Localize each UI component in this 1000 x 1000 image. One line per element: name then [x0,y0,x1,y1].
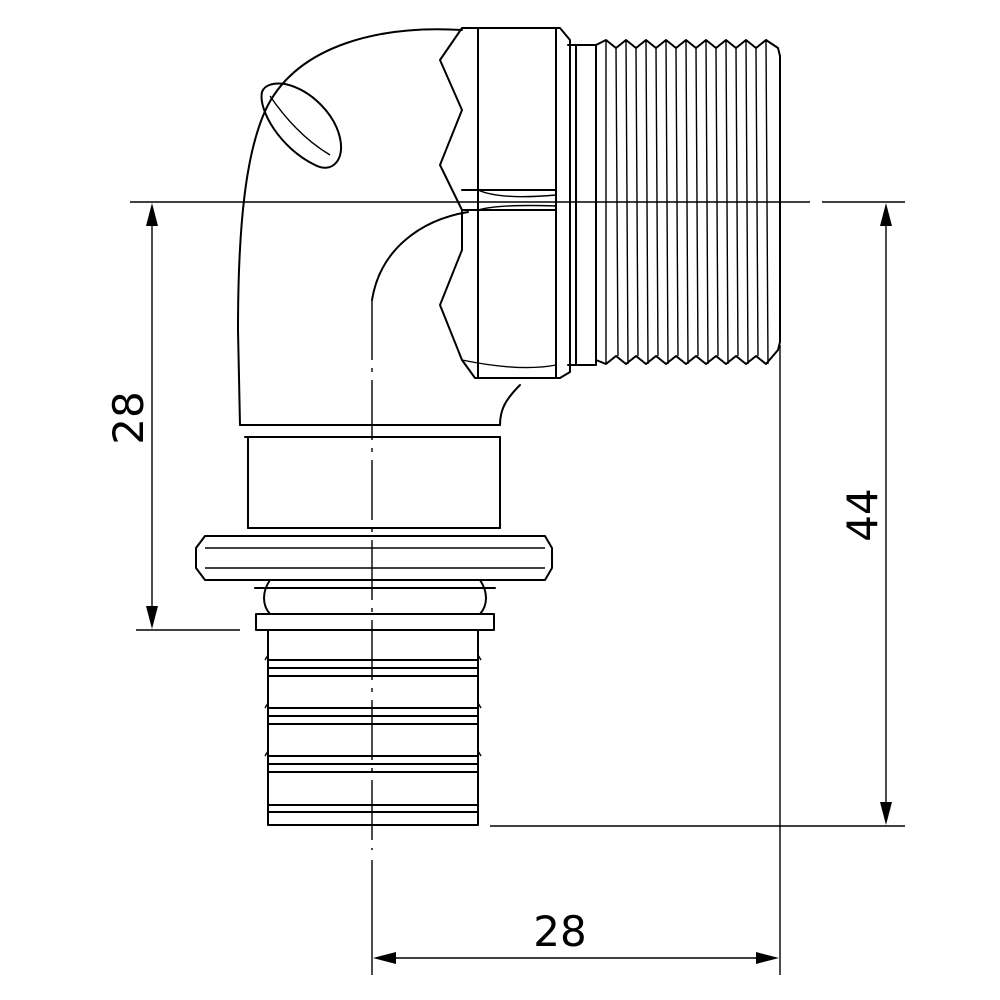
center-lines [130,201,905,975]
dimension-label-bottom: 28 [533,907,586,956]
dimension-right-44: 44 [490,203,905,827]
collar [195,436,553,631]
dimension-left-28: 28 [104,203,240,631]
barbed-spigot [264,629,482,826]
dimension-label-right: 44 [838,488,887,541]
hex-nut [439,27,571,379]
dimension-label-left: 28 [104,391,153,444]
elbow-body [237,28,521,438]
dimension-bottom-28: 28 [373,345,781,975]
